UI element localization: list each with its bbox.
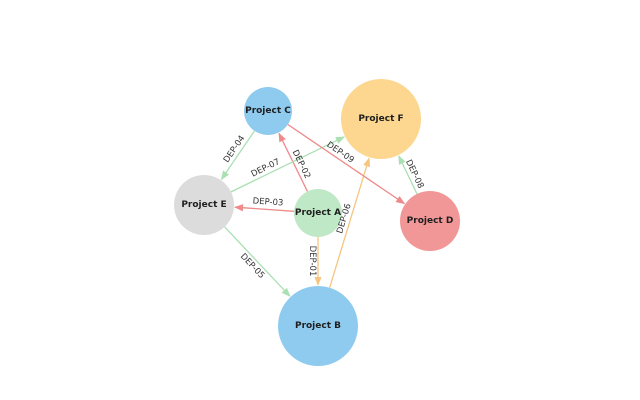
edge-label-dep-02: DEP-02: [290, 148, 313, 180]
node-label: Project C: [245, 106, 291, 116]
edge-dep-04: [220, 130, 256, 181]
edges-layer: [220, 123, 418, 297]
node-project-c[interactable]: Project C: [244, 87, 292, 135]
edge-dep-07: [230, 136, 345, 193]
node-circle: [244, 87, 292, 135]
node-project-f[interactable]: Project F: [341, 79, 421, 159]
edge-label-dep-01: DEP-01: [307, 246, 317, 277]
node-circle: [400, 191, 460, 251]
node-label: Project B: [295, 321, 341, 331]
edge-dep-08: [398, 155, 418, 195]
edge-label-dep-07: DEP-07: [250, 157, 282, 179]
edge-dep-05: [224, 226, 291, 297]
edge-dep-02: [278, 132, 309, 192]
edge-dep-09: [287, 123, 406, 205]
nodes-layer: Project A Project B Project C Project D Proj…: [174, 79, 460, 366]
node-circle: [294, 189, 342, 237]
edge-label-dep-08: DEP-08: [403, 158, 425, 190]
edge-dep-06: [329, 157, 371, 288]
node-label: Project A: [295, 208, 341, 218]
node-project-a[interactable]: Project A: [294, 189, 342, 237]
node-project-e[interactable]: Project E: [174, 175, 234, 235]
node-label: Project E: [181, 200, 226, 210]
node-project-d[interactable]: Project D: [400, 191, 460, 251]
node-circle: [341, 79, 421, 159]
node-circle: [278, 286, 358, 366]
node-label: Project D: [407, 216, 454, 226]
node-label: Project F: [358, 114, 403, 124]
node-project-b[interactable]: Project B: [278, 286, 358, 366]
edge-dep-03: [234, 204, 295, 212]
edge-label-dep-03: DEP-03: [252, 196, 283, 208]
node-circle: [174, 175, 234, 235]
